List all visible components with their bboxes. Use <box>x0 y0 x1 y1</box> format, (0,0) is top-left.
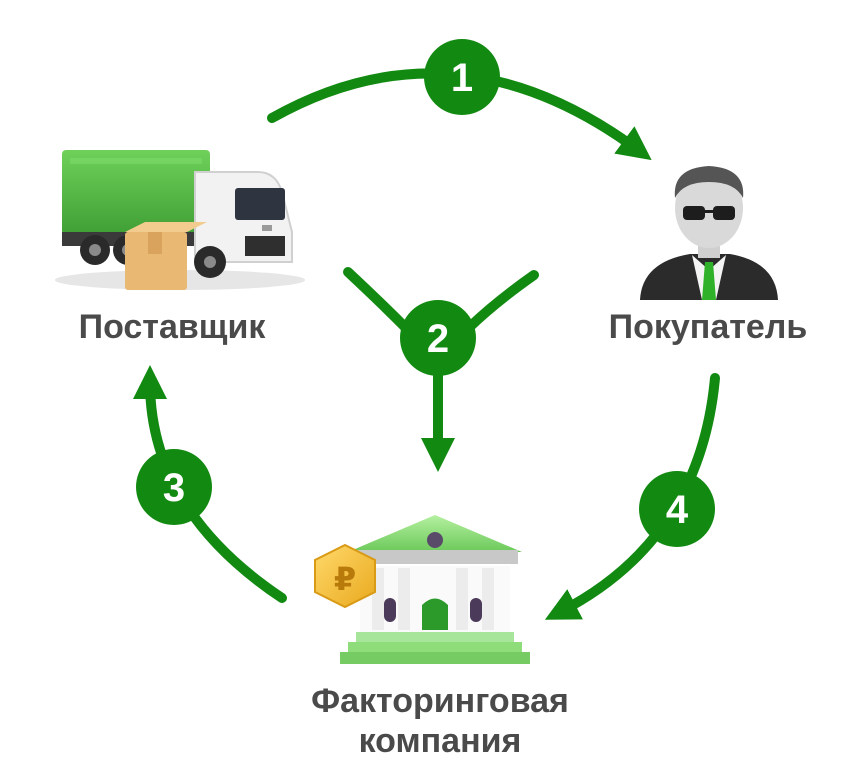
factoring-label-line1: Факторинговая <box>311 682 569 720</box>
step-badge-3: 3 <box>136 449 212 525</box>
ruble-symbol: ₽ <box>334 560 356 598</box>
bank-building-icon <box>340 515 530 664</box>
step-badge-2: 2 <box>400 300 476 376</box>
step-badge-1: 1 <box>424 39 500 115</box>
truck-icon <box>55 150 305 290</box>
ruble-coin-icon: ₽ <box>314 543 376 609</box>
step-number-1: 1 <box>451 56 473 100</box>
step-badge-4: 4 <box>639 471 715 547</box>
factoring-label-line2: компания <box>359 722 522 760</box>
step-number-4: 4 <box>666 488 689 532</box>
businessman-icon <box>640 166 778 300</box>
buyer-label: Покупатель <box>609 308 808 346</box>
supplier-label: Поставщик <box>79 308 267 346</box>
step-number-3: 3 <box>163 466 185 510</box>
step-number-2: 2 <box>427 317 449 361</box>
